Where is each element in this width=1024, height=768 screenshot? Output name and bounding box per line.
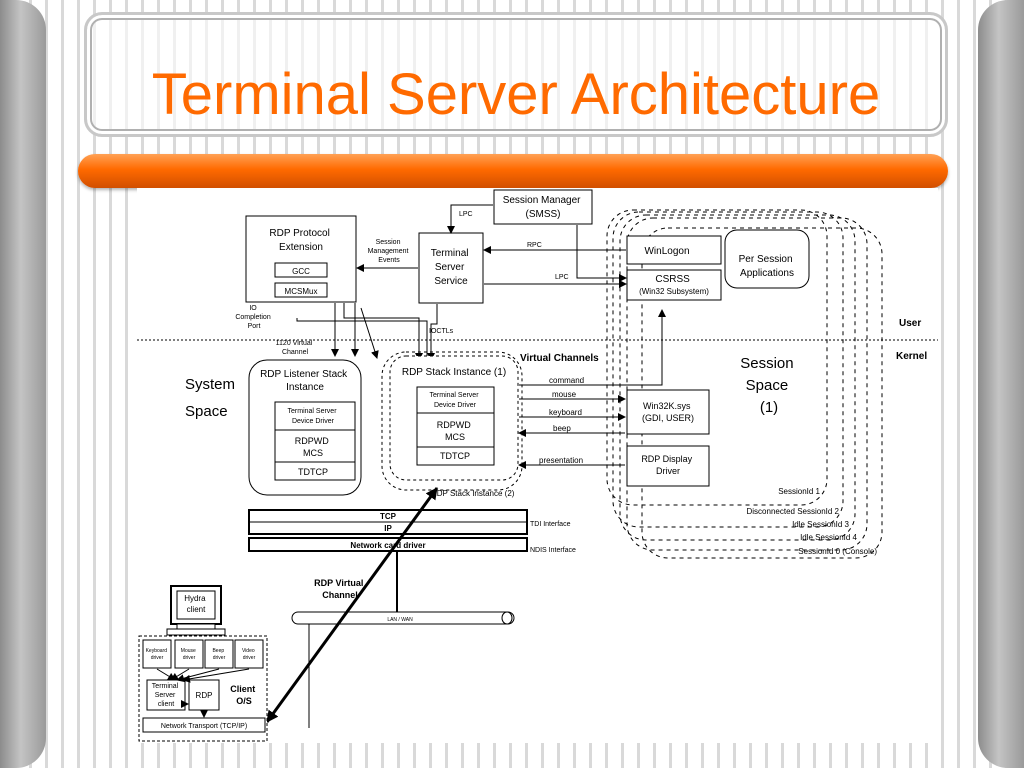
- lpc-top-label: LPC: [459, 211, 473, 218]
- svg-text:CSRSS (Win32 Subsystem): CSRSS (Win32 Subsystem): [639, 274, 709, 296]
- orange-divider-bar: [78, 154, 948, 188]
- session-management-events-label: Session Management Events: [368, 239, 411, 264]
- svg-text:Terminal Server cl: Terminal Server client: [152, 683, 180, 708]
- svg-text:RDPWD MCS: RDPWD MCS: [437, 420, 474, 442]
- architecture-diagram: User Kernel SessionId 1 Disconnected Ses…: [137, 188, 938, 743]
- slide-title: Terminal Server Architecture: [151, 62, 881, 127]
- svg-text:WinLogon: WinLogon: [644, 246, 689, 257]
- vc-beep: beep: [553, 424, 571, 433]
- port-1120-label: 1120 Virtual Channel: [276, 340, 315, 356]
- rpc-label: RPC: [527, 242, 542, 249]
- diagram-svg: User Kernel SessionId 1 Disconnected Ses…: [137, 189, 938, 742]
- svg-text:Mouse driver: Mouse driver: [181, 648, 197, 661]
- svg-text:Per Session Applications: Per Session Applications: [739, 254, 796, 279]
- transport-stack: TCP IP Network card driver: [248, 509, 528, 552]
- win32k-box: Win32K.sys (GDI, USER): [626, 389, 710, 435]
- lan-wan-cable: LAN / WAN: [291, 611, 515, 625]
- vc-command: command: [549, 376, 584, 385]
- left-decorative-pillar: [0, 0, 46, 768]
- right-decorative-pillar: [978, 0, 1024, 768]
- svg-text:Beep driver: Beep driver: [212, 648, 225, 661]
- rdp-listener-stack-box: RDP Listener Stack Instance Terminal Ser…: [248, 359, 362, 496]
- vc-presentation: presentation: [539, 456, 583, 465]
- svg-text:TDTCP: TDTCP: [440, 451, 470, 461]
- csrss-box: CSRSS (Win32 Subsystem): [626, 269, 722, 301]
- svg-text:RDP Protocol Extension: RDP Protocol Extension: [269, 228, 332, 253]
- svg-text:Network card driver: Network card driver: [350, 541, 425, 550]
- lpc-mid-label: LPC: [555, 274, 569, 281]
- svg-text:RDPWD MCS: RDPWD MCS: [295, 436, 332, 458]
- svg-text:Terminal Server Se: Terminal Server Service: [431, 248, 472, 287]
- svg-text:LAN / WAN: LAN / WAN: [387, 617, 413, 623]
- vc-mouse: mouse: [552, 390, 577, 399]
- svg-text:Client O/S: Client O/S: [230, 684, 258, 706]
- svg-text:RDP Stack Instance (1): RDP Stack Instance (1): [402, 367, 506, 378]
- user-label: User: [899, 318, 921, 329]
- title-frame: Terminal Server Architecture: [84, 12, 948, 137]
- kernel-label: Kernel: [896, 351, 927, 362]
- session-label-2: Disconnected SessionId 2: [747, 507, 840, 516]
- svg-text:Session Manager (SMSS): Session Manager (SMSS): [503, 195, 584, 220]
- rdp-stack-instance-2-outline: [381, 351, 523, 491]
- svg-text:Network Transport (TCP/IP): Network Transport (TCP/IP): [161, 723, 247, 730]
- svg-text:IP: IP: [384, 524, 392, 533]
- system-space-label: System Space: [185, 376, 239, 420]
- svg-text:Video driver: Video driver: [242, 648, 256, 661]
- client-os-box: Keyboard driver Mouse driver Beep driver…: [138, 635, 268, 742]
- session-label-4: Idle SessionId 4: [800, 533, 857, 542]
- svg-text:TCP: TCP: [380, 512, 397, 521]
- ioctls-label: IOCTLs: [429, 328, 454, 335]
- rdp-display-driver-box: RDP Display Driver: [626, 445, 710, 487]
- svg-text:Terminal Server Device D: Terminal Server Device Driver: [430, 392, 481, 409]
- ndis-interface-label: NDIS Interface: [530, 547, 576, 554]
- session-label-1: SessionId 1: [778, 487, 820, 496]
- session-label-0: SessionId 0 (Console): [798, 547, 877, 556]
- terminal-server-service-box: Terminal Server Service: [418, 232, 484, 304]
- svg-text:GCC: GCC: [292, 267, 310, 276]
- svg-text:Hydra client: Hydra client: [184, 594, 208, 614]
- winlogon-box: WinLogon: [626, 235, 722, 265]
- svg-text:RDP Display Driver: RDP Display Driver: [641, 454, 694, 476]
- virtual-channels-title: Virtual Channels: [520, 353, 599, 364]
- session-manager-box: Session Manager (SMSS): [493, 189, 593, 225]
- mcsmux-box: [274, 282, 328, 298]
- svg-text:Terminal Server Device D: Terminal Server Device Driver: [288, 408, 339, 425]
- rdp-virtual-channel-arrow: [265, 487, 439, 723]
- rdp-stack-instance-2-label: RDP Stack Instance (2): [431, 489, 515, 498]
- svg-text:TDTCP: TDTCP: [298, 467, 328, 477]
- session-label-3: Idle SessionId 3: [792, 520, 849, 529]
- session-space-label: Session Space (1): [740, 355, 798, 416]
- gcc-box: [274, 262, 328, 278]
- svg-text:MCSMux: MCSMux: [285, 287, 318, 296]
- svg-text:Win32K.sys (GDI, USER): Win32K.sys (GDI, USER): [642, 401, 694, 423]
- io-completion-port-label: IO Completion Port: [235, 305, 272, 330]
- rdp-protocol-extension-box: RDP Protocol Extension GCC MCSMux: [245, 215, 357, 303]
- svg-text:RDP: RDP: [196, 691, 213, 700]
- svg-text:Keyboard driver: Keyboard driver: [146, 648, 169, 661]
- vc-keyboard: keyboard: [549, 408, 582, 417]
- hydra-client-monitor: Hydra client: [166, 585, 226, 636]
- per-session-applications-box: Per Session Applications: [724, 229, 810, 289]
- svg-text:RDP Listener Stack Insta: RDP Listener Stack Instance: [260, 369, 350, 393]
- tdi-interface-label: TDI Interface: [530, 521, 571, 528]
- rdp-stack-instance-1-box: RDP Stack Instance (1) Terminal Server D…: [389, 355, 519, 481]
